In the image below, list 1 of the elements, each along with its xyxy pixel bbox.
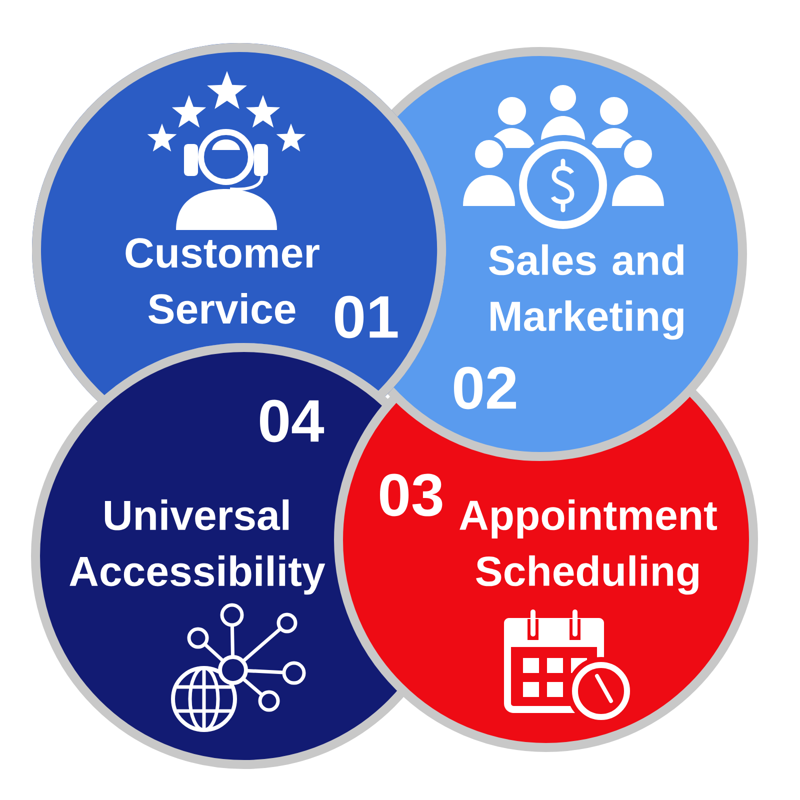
topic-label: Customer Service [126,238,320,324]
